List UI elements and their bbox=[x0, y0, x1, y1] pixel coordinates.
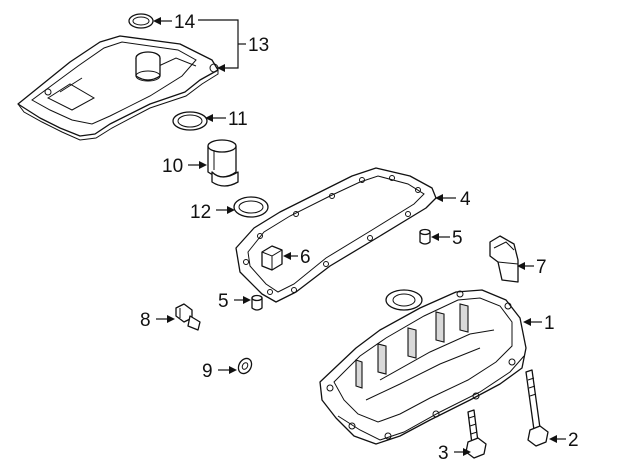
part-4-gasket bbox=[235, 167, 437, 303]
part-6-magnet bbox=[261, 245, 283, 271]
callout-8: 8 bbox=[140, 310, 151, 331]
callout-9: 9 bbox=[202, 361, 213, 382]
callout-4: 4 bbox=[460, 189, 471, 210]
part-7-baffle bbox=[489, 235, 519, 283]
part-2-long-bolt bbox=[525, 369, 549, 447]
callout-13: 13 bbox=[248, 35, 269, 56]
part-5-upper-dowel bbox=[419, 228, 431, 245]
callout-5-upper: 5 bbox=[452, 228, 463, 249]
callout-1: 1 bbox=[544, 313, 555, 334]
callout-2: 2 bbox=[568, 430, 579, 451]
part-14-o-ring bbox=[128, 13, 154, 29]
callout-leaders bbox=[153, 17, 566, 456]
part-9-washer bbox=[237, 357, 253, 375]
callout-12: 12 bbox=[190, 202, 211, 223]
part-12-seal bbox=[233, 196, 269, 218]
callout-labels: 14 13 11 10 12 4 5 6 7 5 1 8 9 2 3 bbox=[140, 12, 579, 464]
callout-5-lower: 5 bbox=[218, 291, 229, 312]
oil-pan-bolt-holes bbox=[326, 290, 516, 440]
part-10-tube bbox=[207, 139, 239, 187]
callout-11: 11 bbox=[228, 109, 248, 130]
part-11-o-ring bbox=[172, 111, 208, 131]
callout-10: 10 bbox=[162, 156, 183, 177]
callout-3: 3 bbox=[438, 443, 449, 464]
callout-14: 14 bbox=[174, 12, 196, 33]
callout-6: 6 bbox=[300, 247, 311, 268]
part-3-short-bolt bbox=[465, 409, 487, 459]
callout-7: 7 bbox=[536, 257, 547, 278]
gasket-bolt-holes bbox=[243, 175, 421, 295]
part-5-lower-dowel bbox=[251, 294, 263, 311]
part-1-oil-pan bbox=[319, 289, 527, 445]
part-13-filter bbox=[17, 35, 219, 141]
oil-pan-ribs bbox=[355, 303, 495, 401]
part-8-sensor bbox=[175, 303, 201, 331]
